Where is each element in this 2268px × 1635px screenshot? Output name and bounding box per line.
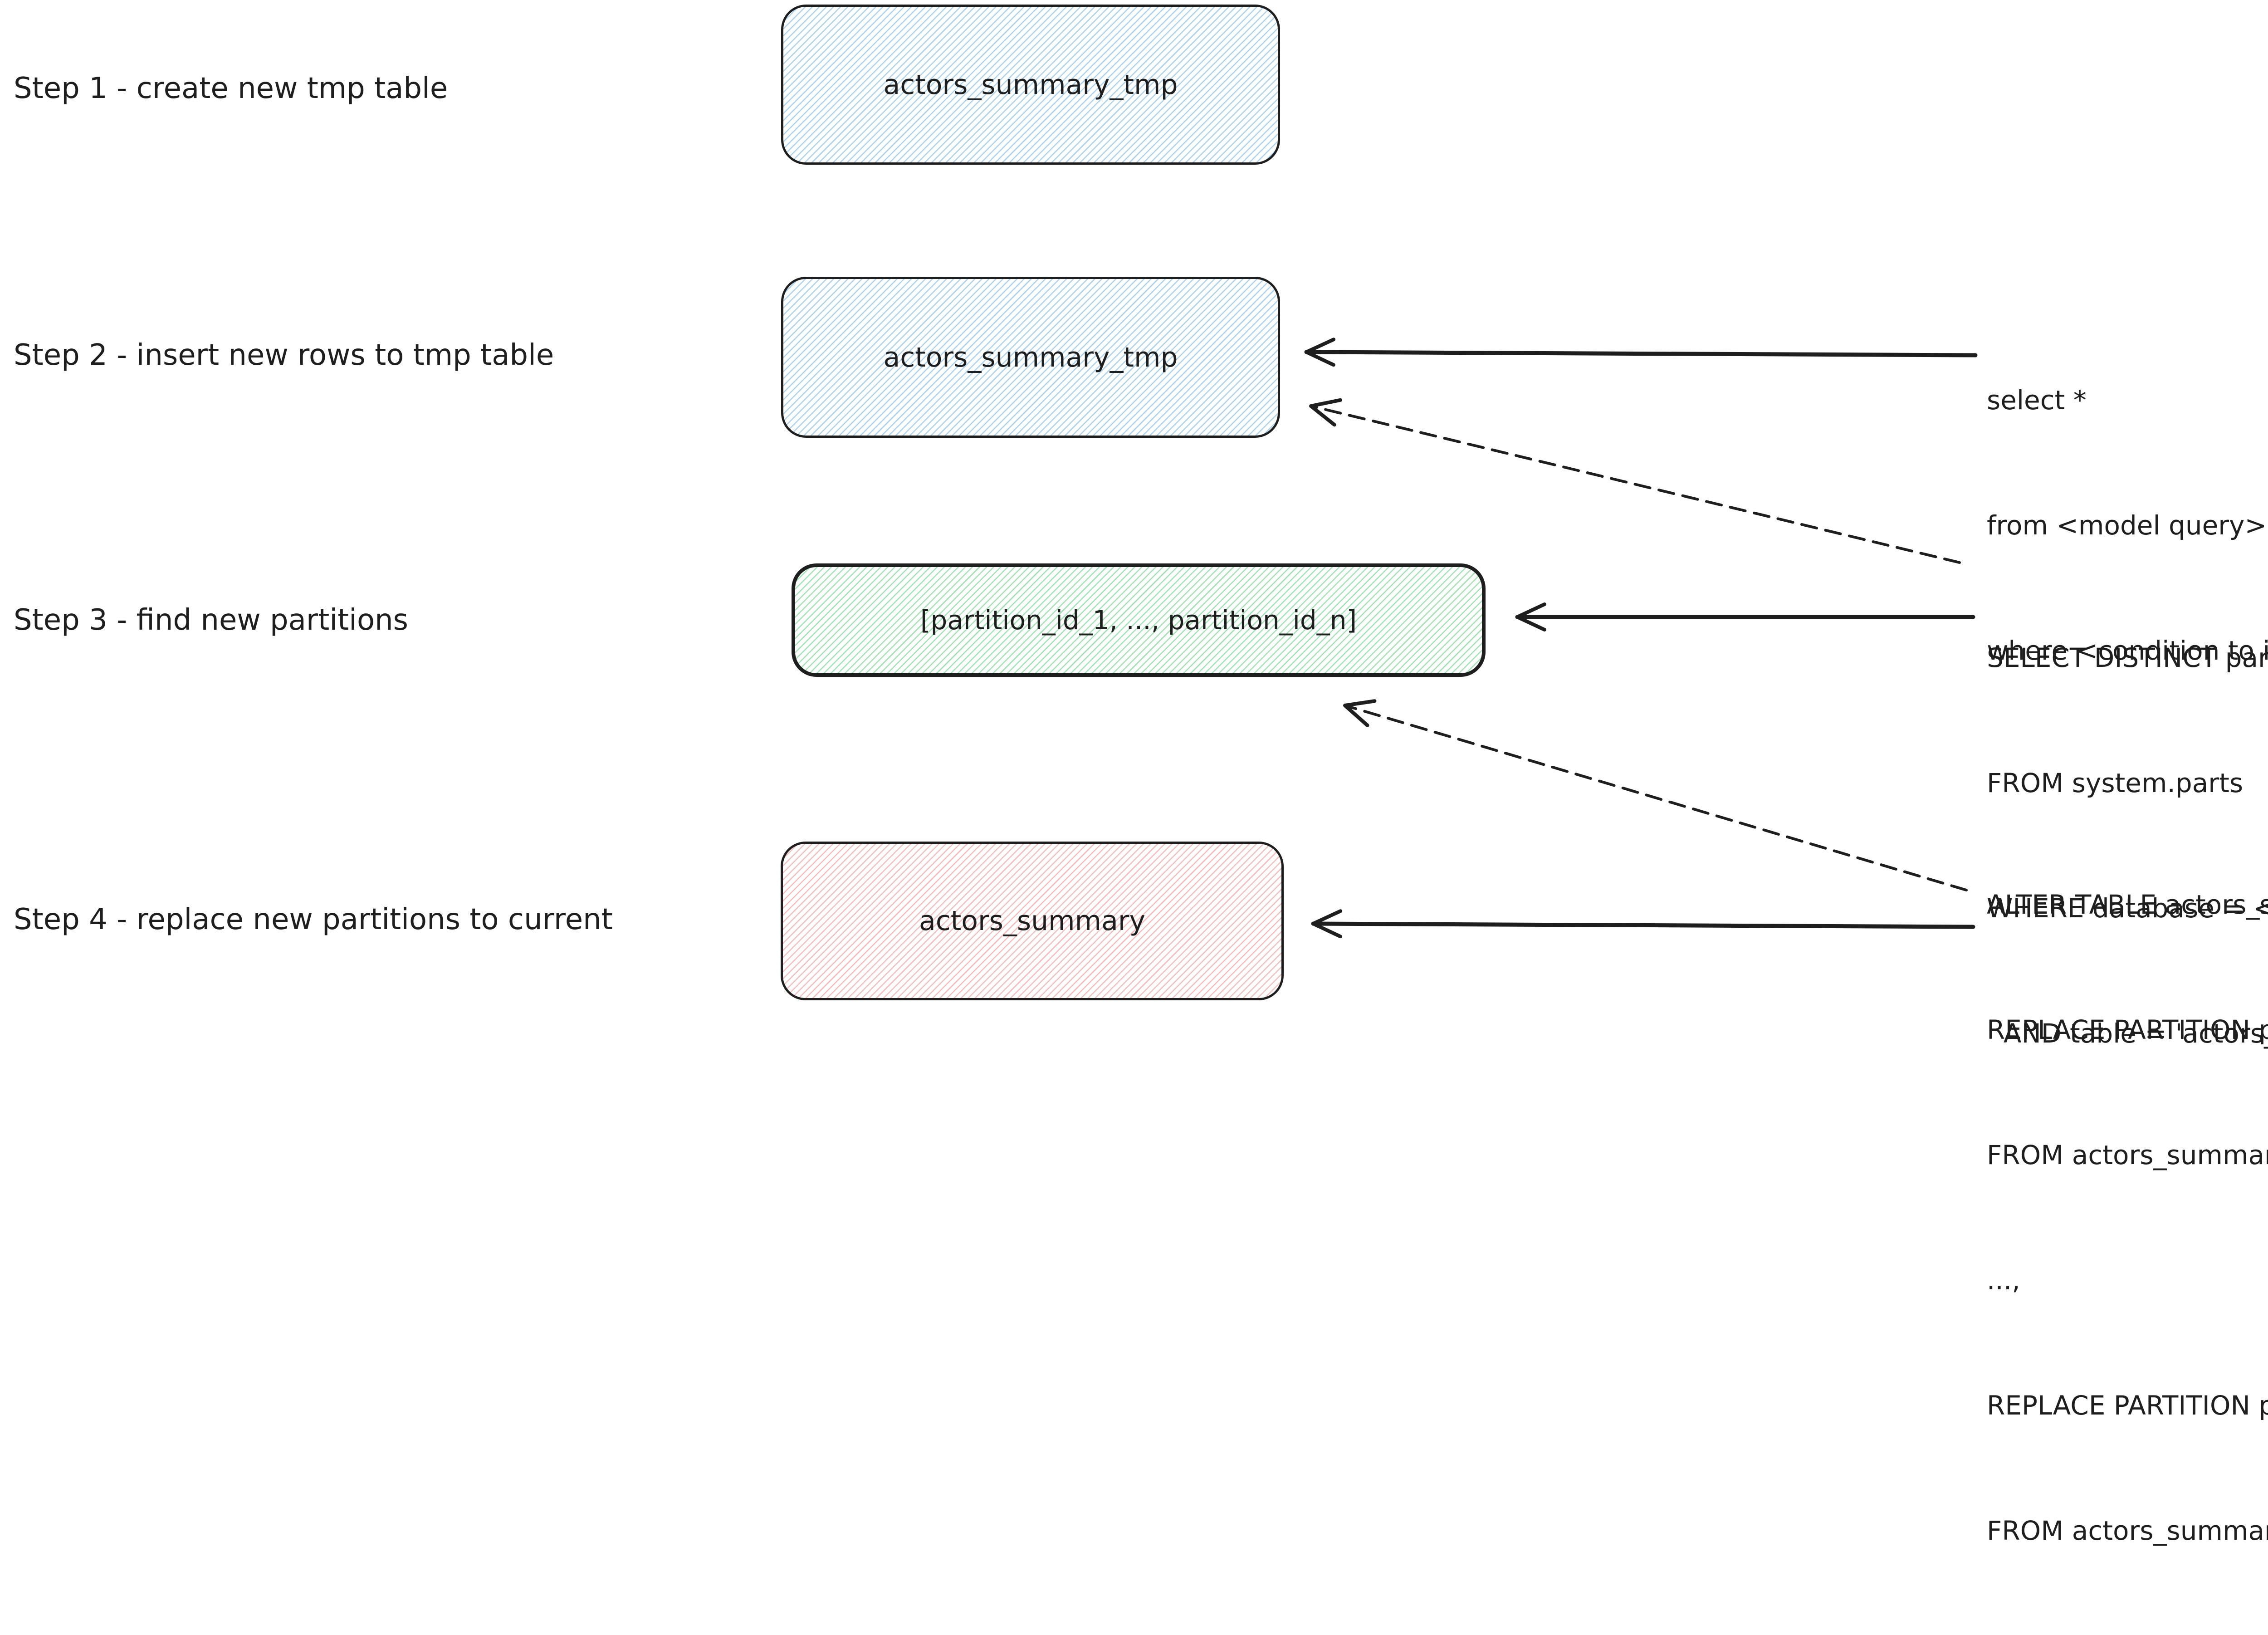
step1-label: Step 1 - create new tmp table bbox=[14, 72, 448, 105]
sql-replace-line: ALTER TABLE actors_summary bbox=[1987, 889, 2268, 920]
node-partition-list-label: [partition_id_1, ..., partition_id_n] bbox=[920, 605, 1357, 636]
diagram-canvas: Step 1 - create new tmp table Step 2 - i… bbox=[14, 5, 2268, 1546]
sql-replace-line: FROM actors_summary_tmp, bbox=[1987, 1140, 2268, 1170]
arrow-replace-sql-to-current-table bbox=[1311, 909, 1975, 939]
node-tmp-table-step1-label: actors_summary_tmp bbox=[883, 69, 1178, 101]
node-current-table: actors_summary bbox=[781, 842, 1284, 1000]
dashed-arrow-replace-sql-to-partition-list bbox=[1343, 699, 1968, 891]
sql-insert-line: from <model query> bbox=[1987, 510, 2267, 541]
sql-replace-line: REPLACE PARTITION partition_id_n bbox=[1987, 1390, 2268, 1421]
node-current-table-label: actors_summary bbox=[919, 905, 1146, 937]
sql-find-partitions-line: FROM system.parts bbox=[1987, 768, 2244, 798]
sql-insert-block: select * from <model query> where <condi… bbox=[1987, 296, 2268, 755]
sql-replace-line: REPLACE PARTITION partition_id_1 bbox=[1987, 1014, 2268, 1045]
sql-insert-line: where <condition to identify new> bbox=[1987, 635, 2268, 666]
sql-find-partitions-line: SELECT DISTINCT partition_id bbox=[1987, 642, 2268, 673]
sql-find-partitions-block: SELECT DISTINCT partition_id FROM system… bbox=[1987, 553, 2268, 1138]
sql-find-partitions-line: WHERE database = <database> bbox=[1987, 893, 2268, 924]
sql-replace-line: ..., bbox=[1987, 1265, 2020, 1296]
node-tmp-table-step2: actors_summary_tmp bbox=[781, 277, 1280, 438]
dashed-arrow-find-partitions-sql-to-tmp-table bbox=[1309, 398, 1961, 564]
sql-replace-line: FROM actors_summary_tmp, bbox=[1987, 1515, 2268, 1546]
sql-insert-line: select * bbox=[1987, 385, 2087, 416]
step3-label: Step 3 - find new partitions bbox=[14, 603, 408, 637]
step4-label: Step 4 - replace new partitions to curre… bbox=[14, 903, 613, 936]
connector-layer bbox=[1304, 338, 1978, 939]
node-partition-list: [partition_id_1, ..., partition_id_n] bbox=[792, 563, 1486, 677]
sql-find-partitions-line: AND table = 'actors_summary_tmp' bbox=[2003, 1018, 2268, 1049]
step2-label: Step 2 - insert new rows to tmp table bbox=[14, 338, 554, 372]
node-tmp-table-step1: actors_summary_tmp bbox=[781, 5, 1280, 165]
node-tmp-table-step2-label: actors_summary_tmp bbox=[883, 341, 1178, 373]
arrow-insert-sql-to-tmp-table bbox=[1304, 338, 1978, 367]
